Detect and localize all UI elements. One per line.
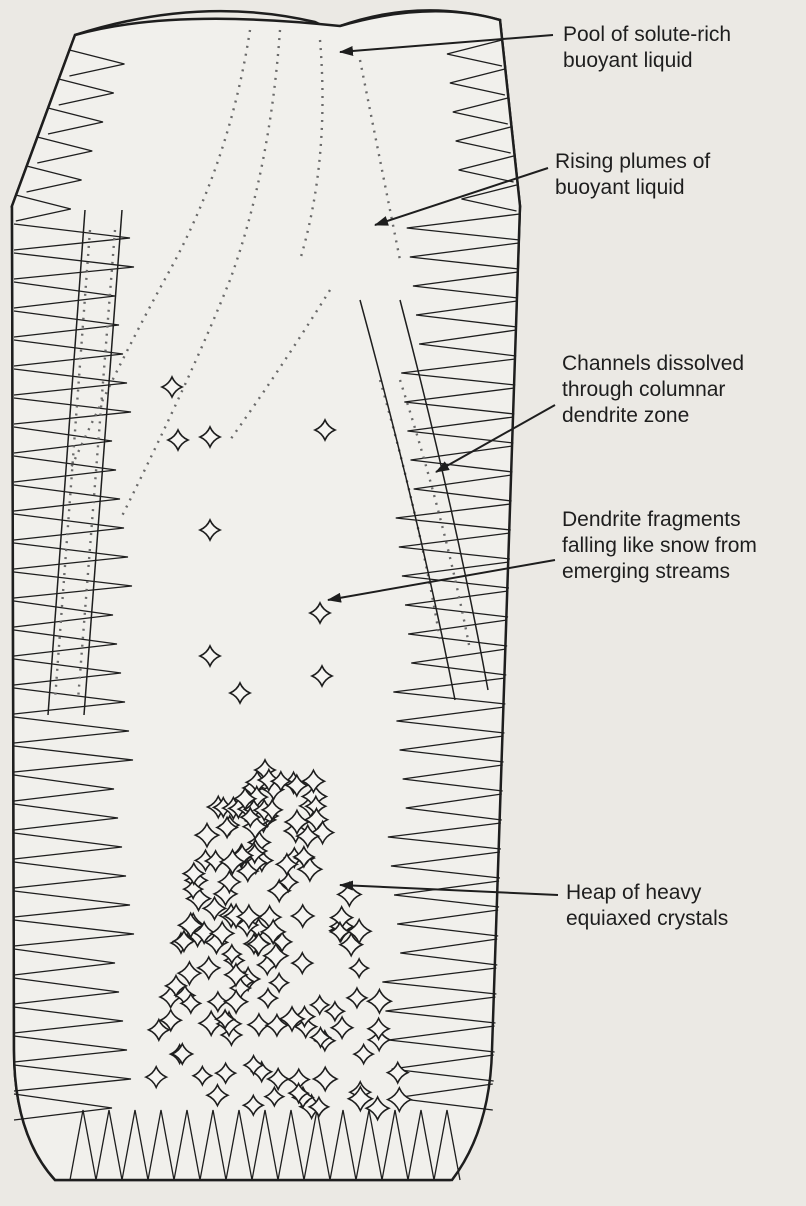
label-fragments-line-1: Dendrite fragments: [562, 507, 757, 533]
label-pool-line-2: buoyant liquid: [563, 48, 731, 74]
label-heap-line-1: Heap of heavy: [566, 880, 728, 906]
label-pool: Pool of solute-rich buoyant liquid: [563, 22, 731, 74]
label-plumes: Rising plumes of buoyant liquid: [555, 149, 710, 201]
label-fragments: Dendrite fragments falling like snow fro…: [562, 507, 757, 585]
label-plumes-line-2: buoyant liquid: [555, 175, 710, 201]
label-fragments-line-2: falling like snow from: [562, 533, 757, 559]
label-channels-line-2: through columnar: [562, 377, 744, 403]
label-fragments-line-3: emerging streams: [562, 559, 757, 585]
label-pool-line-1: Pool of solute-rich: [563, 22, 731, 48]
label-plumes-line-1: Rising plumes of: [555, 149, 710, 175]
label-heap-line-2: equiaxed crystals: [566, 906, 728, 932]
label-channels: Channels dissolved through columnar dend…: [562, 351, 744, 429]
label-heap: Heap of heavy equiaxed crystals: [566, 880, 728, 932]
label-channels-line-1: Channels dissolved: [562, 351, 744, 377]
label-channels-line-3: dendrite zone: [562, 403, 744, 429]
